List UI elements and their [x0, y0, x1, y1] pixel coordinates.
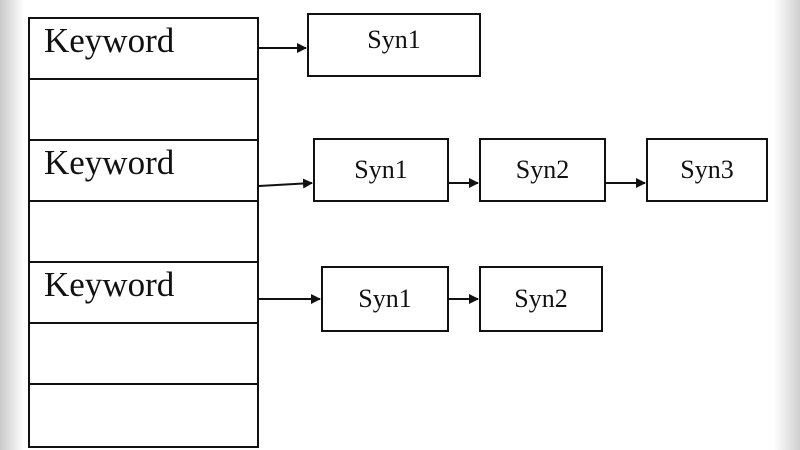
- table-slot-1: Keyword: [30, 19, 257, 80]
- keyword-label-2: Keyword: [44, 143, 175, 182]
- chain-2-syn-3: Syn3: [646, 138, 768, 202]
- keyword-label-1: Keyword: [44, 21, 175, 60]
- table-slot-6: [30, 324, 257, 385]
- table-slot-7: [30, 385, 257, 446]
- table-slot-3: Keyword: [30, 141, 257, 202]
- chain-1-syn-1: Syn1: [307, 13, 481, 77]
- table-slot-5: Keyword: [30, 263, 257, 324]
- chain-2-syn-1: Syn1: [313, 138, 449, 202]
- arrow-keyword2-to-syn1: [258, 178, 313, 189]
- chain-3-syn-2: Syn2: [479, 266, 603, 332]
- table-slot-4: [30, 202, 257, 263]
- table-slot-2: [30, 80, 257, 141]
- chain-3-syn-1: Syn1: [321, 266, 449, 332]
- left-edge-shadow: [0, 0, 24, 450]
- chain-2-syn-2: Syn2: [479, 138, 606, 202]
- keyword-table: Keyword Keyword Keyword: [28, 17, 259, 448]
- keyword-label-3: Keyword: [44, 265, 175, 304]
- right-edge-shadow: [774, 0, 800, 450]
